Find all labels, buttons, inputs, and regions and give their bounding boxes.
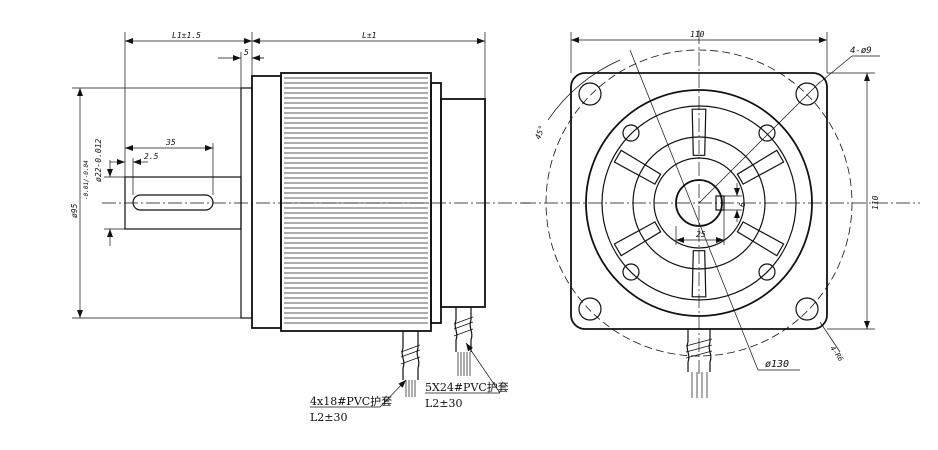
spoke — [613, 221, 662, 257]
dim-flange-height: 110 — [871, 195, 880, 210]
dim-spigot-dia: ø95 — [70, 203, 79, 218]
pcd-circle — [545, 49, 853, 357]
dim-angle: 45° — [533, 124, 546, 141]
dim-spigot-tol: -0.01/-0.04 — [83, 160, 90, 200]
front-view: 45° 110 110 4-ø9 25 6 ø130 4-R6 — [522, 30, 920, 398]
dim-corner-radius: 4-R6 — [828, 345, 844, 363]
shaft-end — [675, 179, 723, 227]
shaft-key — [715, 195, 725, 211]
angle-line — [629, 49, 759, 371]
dim-l: L±1 — [362, 31, 376, 40]
spoke — [613, 149, 662, 185]
spoke — [691, 250, 707, 298]
rear-cover — [440, 98, 486, 308]
cable-1 — [400, 331, 421, 397]
dim-flange-step: 5 — [244, 48, 249, 57]
side-view: L1±1.5 L±1 5 35 2.5 ø22-0.012 ø95 -0.01/… — [70, 31, 530, 424]
cable1-len: L2±30 — [310, 411, 348, 424]
dim-shaft-dia: ø22-0.012 — [94, 138, 103, 182]
dim-l1: L1±1.5 — [172, 31, 201, 40]
cable-2 — [453, 307, 474, 376]
spoke — [691, 108, 707, 156]
spokes — [613, 108, 785, 298]
front-cable — [685, 329, 713, 398]
keyway — [132, 194, 214, 211]
flange-plate — [251, 75, 282, 329]
spoke — [736, 149, 785, 185]
inner-holes — [622, 124, 776, 281]
cable2-spec: 5X24#PVC护套 — [425, 380, 509, 394]
hub-ring — [653, 157, 745, 249]
ring-2 — [601, 105, 797, 301]
bolt-holes — [578, 82, 819, 321]
dim-bolt-holes: 4-ø9 — [850, 46, 872, 56]
spoke — [736, 221, 785, 257]
stator-body — [280, 72, 432, 332]
dim-flange-width: 110 — [690, 30, 705, 39]
flange-square — [570, 72, 828, 330]
dim-key-length: 35 — [165, 138, 176, 147]
cable1-spec: 4x18#PVC护套 — [310, 394, 392, 408]
ring-3 — [632, 136, 766, 270]
pcd-radius-line — [698, 81, 821, 204]
dim-key-width: 6 — [738, 202, 747, 207]
dim-key-offset: 2.5 — [144, 152, 159, 161]
cooling-fins — [284, 77, 428, 324]
angle-arc — [547, 59, 621, 121]
cable2-len: L2±30 — [425, 397, 463, 410]
outer-ring — [585, 89, 813, 317]
dim-pcd: ø130 — [765, 359, 789, 370]
dim-key-depth: 25 — [696, 230, 706, 239]
